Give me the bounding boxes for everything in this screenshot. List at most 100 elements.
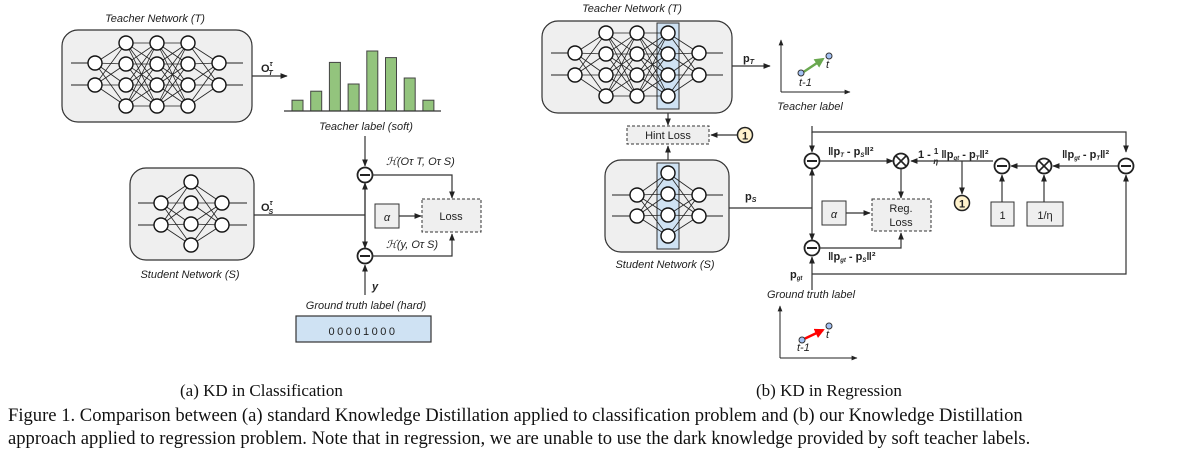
network-neuron xyxy=(691,67,707,83)
minus-node-soft xyxy=(356,166,374,184)
network-neuron xyxy=(629,187,645,203)
network-neuron xyxy=(598,46,614,62)
network-edge xyxy=(605,32,638,97)
expr-gt-student: ‖pgt - pS‖² xyxy=(828,251,876,264)
network-neuron xyxy=(183,195,199,211)
network-edge xyxy=(574,32,607,76)
gt-point-t xyxy=(825,322,833,330)
network-edge xyxy=(636,172,669,217)
gt-vector-box xyxy=(295,315,432,343)
network-neuron xyxy=(691,187,707,203)
svg-text:t: t xyxy=(826,329,830,341)
minus-node-ts xyxy=(803,152,821,170)
expr-teacher-student: ‖pT - pS‖² xyxy=(828,146,874,159)
gt-point-t-minus-1 xyxy=(798,336,806,344)
network-edge xyxy=(190,181,223,226)
caption-line-1: Figure 1. Comparison between (a) standar… xyxy=(8,405,1023,426)
gt-label-title: Ground truth label xyxy=(767,289,856,301)
network-neuron xyxy=(629,46,645,62)
teacher-label-plot: t-1 t xyxy=(778,39,851,95)
minus-node-gt-teacher xyxy=(1117,157,1135,175)
marker-1-hint xyxy=(736,126,754,144)
const-inv-eta-box xyxy=(1026,201,1064,227)
network-neuron xyxy=(180,98,196,114)
network-neuron xyxy=(87,77,103,93)
network-edge xyxy=(94,62,127,107)
student-network-title-b: Student Network (S) xyxy=(615,259,714,271)
network-neuron xyxy=(149,77,165,93)
network-edge xyxy=(190,202,223,246)
network-neuron xyxy=(214,195,230,211)
network-neuron xyxy=(118,77,134,93)
caption-line-2: approach applied to regression problem. … xyxy=(8,428,1031,449)
network-neuron xyxy=(660,46,676,62)
hint-loss-label: Hint Loss xyxy=(645,130,691,142)
network-neuron xyxy=(660,88,676,104)
reg-loss-box xyxy=(871,198,932,232)
const-inv-eta-label: 1/η xyxy=(1037,210,1052,222)
soft-loss-expression: ℋ(Oτ T, Oτ S) xyxy=(386,156,455,168)
multiply-node-2 xyxy=(1035,157,1053,175)
gt-loop xyxy=(812,174,1129,275)
point-t-minus-1 xyxy=(797,69,805,77)
point-t xyxy=(825,52,833,60)
svg-text:t-1: t-1 xyxy=(799,77,812,89)
svg-text:1: 1 xyxy=(959,199,965,211)
soft-label-bar xyxy=(385,57,397,112)
const-one-box xyxy=(990,201,1015,227)
network-edge xyxy=(667,32,700,76)
network-neuron xyxy=(153,195,169,211)
minus-node-weight xyxy=(993,157,1011,175)
teacher-network-title-a: Teacher Network (T) xyxy=(105,13,205,25)
network-neuron xyxy=(149,56,165,72)
network-neuron xyxy=(660,25,676,41)
soft-label-bar xyxy=(310,90,323,112)
network-edge xyxy=(160,202,192,246)
teacher-trajectory-arrow xyxy=(801,57,825,75)
network-edge xyxy=(187,42,220,86)
reg-loss-line1: Reg. xyxy=(889,203,912,215)
student-network-graph-a xyxy=(138,174,247,253)
network-neuron xyxy=(180,77,196,93)
student-hint-layer xyxy=(656,162,680,250)
gt-trajectory-arrow xyxy=(803,328,825,341)
network-edge xyxy=(156,63,189,107)
y-label: y xyxy=(371,281,379,293)
network-neuron xyxy=(598,67,614,83)
network-neuron xyxy=(660,228,676,244)
soft-label-bar xyxy=(328,61,341,112)
network-neuron xyxy=(214,217,230,233)
network-neuron xyxy=(598,88,614,104)
loss-label-a: Loss xyxy=(439,211,463,223)
hint-loss-box xyxy=(626,125,710,145)
gt-output-label-b: pgt xyxy=(790,269,803,282)
network-neuron xyxy=(691,208,707,224)
network-neuron xyxy=(629,67,645,83)
student-network-title-a: Student Network (S) xyxy=(140,269,239,281)
network-neuron xyxy=(118,35,134,51)
gt-label-plot: t-1 t xyxy=(777,305,858,361)
minus-node-hard xyxy=(356,247,374,265)
network-neuron xyxy=(691,45,707,61)
teacher-output-label-b: pT xyxy=(743,53,755,66)
network-edge xyxy=(156,42,189,107)
expr-weight: 1 - 1η ‖pgt - pT‖² xyxy=(918,147,989,166)
alpha-label-a: α xyxy=(384,212,391,224)
network-edge xyxy=(187,62,220,107)
alpha-label-b: α xyxy=(831,209,838,221)
hard-loss-expression: ℋ(y, Oτ S) xyxy=(386,239,438,251)
teacher-network-graph-b xyxy=(551,25,723,104)
panel-b: Teacher Network (T) pT t-1 t Teacher lab… xyxy=(541,3,1135,361)
network-edge xyxy=(160,181,192,226)
network-neuron xyxy=(87,55,103,71)
network-neuron xyxy=(567,67,583,83)
soft-label-title: Teacher label (soft) xyxy=(319,121,413,133)
student-network-box-a xyxy=(129,167,255,261)
network-edge xyxy=(667,194,700,237)
reg-loss-line2: Loss xyxy=(889,217,913,229)
multiply-node-1 xyxy=(892,152,910,170)
network-neuron xyxy=(567,45,583,61)
